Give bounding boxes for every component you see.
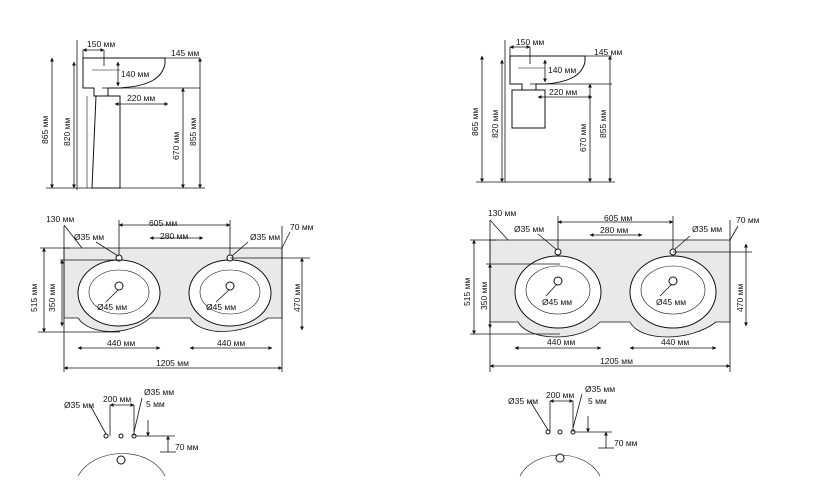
- dim-bowl-depth-top: 350 мм: [47, 284, 57, 312]
- dim-bowl-width-left: 440 мм: [107, 338, 135, 348]
- dim-offset-280-2: 280 мм: [600, 225, 628, 235]
- dim-bowl-width-left-2: 440 мм: [547, 337, 575, 347]
- detail-dim-hole-left-2: Ø35 мм: [508, 396, 538, 406]
- tap-hole-left-2: [554, 248, 562, 256]
- dim-height-pedestal-2: 670 мм: [578, 124, 588, 152]
- dim-rim-to-wall: 145 мм: [171, 48, 199, 58]
- dim-tap-hole-right-2: Ø35 мм: [692, 224, 722, 234]
- dim-height-total: 865 мм: [40, 116, 50, 144]
- dim-bowl-width-right-2: 440 мм: [661, 337, 689, 347]
- drain-right: [225, 281, 235, 291]
- pedestal-side-profile: [91, 95, 121, 189]
- detail-dim-gap: 5 мм: [146, 399, 165, 409]
- dim-depth-total-2: 515 мм: [462, 278, 472, 306]
- side-view-drawing-2: 150 мм 145 мм 140 мм 220 мм 865 мм 820 м…: [470, 37, 622, 183]
- dim-height-rim: 820 мм: [62, 118, 72, 146]
- dim-offset-280: 280 мм: [160, 231, 188, 241]
- detail-hole-left-2: [545, 429, 551, 435]
- dim-bowl-width-right: 440 мм: [217, 338, 245, 348]
- detail-dim-spacing-2: 200 мм: [546, 390, 574, 400]
- detail-dim-gap-2: 5 мм: [588, 396, 607, 406]
- dim-drain-left-2: Ø45 мм: [542, 297, 572, 307]
- detail-dim-spacing: 200 мм: [103, 394, 131, 404]
- dim-edge-to-hole-2: 130 мм: [488, 208, 516, 218]
- dim-height-edge-2: 855 мм: [598, 110, 608, 138]
- pedestal-side-profile-2: [511, 89, 546, 129]
- top-view-drawing-2: 130 мм 605 мм Ø35 мм 280 мм Ø35 мм 70 мм…: [462, 208, 760, 372]
- dim-depth-total: 515 мм: [29, 284, 39, 312]
- dim-height-edge: 855 мм: [188, 118, 198, 146]
- drain-left-2: [553, 276, 563, 286]
- dim-drain-left: Ø45 мм: [97, 302, 127, 312]
- detail-dim-hole-right: Ø35 мм: [144, 387, 174, 397]
- detail-dim-edge: 70 мм: [175, 442, 199, 452]
- dim-drain-offset-2: 220 мм: [549, 87, 577, 97]
- drawing-set-left: 150 мм 145 мм 140 мм 220 мм 865 мм 820 м…: [29, 39, 314, 477]
- dim-edge-right: 70 мм: [290, 222, 314, 232]
- detail-drain: [116, 455, 126, 465]
- dim-height-rim-2: 820 мм: [490, 110, 500, 138]
- drain-left: [114, 281, 124, 291]
- dim-bowl-depth-2: 140 мм: [548, 65, 576, 75]
- detail-drain-2: [555, 453, 565, 463]
- dim-hole-spacing-2: 605 мм: [604, 213, 632, 223]
- dim-width-total: 1205 мм: [156, 358, 189, 368]
- dim-depth-top: 150 мм: [87, 39, 115, 49]
- dim-height-total-2: 865 мм: [470, 108, 480, 136]
- dim-edge-to-hole: 130 мм: [46, 214, 74, 224]
- drawing-set-right: 150 мм 145 мм 140 мм 220 мм 865 мм 820 м…: [462, 37, 760, 477]
- detail-dim-edge-2: 70 мм: [614, 438, 638, 448]
- bowl-left-2: [514, 255, 602, 329]
- detail-dim-hole-left: Ø35 мм: [64, 400, 94, 410]
- dim-tap-hole-left-2: Ø35 мм: [514, 224, 544, 234]
- side-view-drawing: 150 мм 145 мм 140 мм 220 мм 865 мм 820 м…: [40, 39, 205, 190]
- dim-bowl-depth: 140 мм: [121, 69, 149, 79]
- bowl-right-2: [629, 255, 717, 329]
- dim-hole-spacing: 605 мм: [149, 218, 177, 228]
- dim-drain-right-2: Ø45 мм: [656, 297, 686, 307]
- detail-dim-hole-right-2: Ø35 мм: [585, 384, 615, 394]
- tap-detail-drawing-2: Ø35 мм 200 мм Ø35 мм 5 мм 70 мм: [508, 384, 638, 477]
- dim-tap-hole-right: Ø35 мм: [250, 232, 280, 242]
- top-view-drawing: 130 мм 605 мм Ø35 мм 280 мм Ø35 мм 70 мм…: [29, 214, 314, 372]
- detail-hole-center: [118, 433, 124, 439]
- dim-rim-to-wall-2: 145 мм: [594, 47, 622, 57]
- detail-hole-center-2: [557, 429, 563, 435]
- dim-tap-hole-left: Ø35 мм: [74, 232, 104, 242]
- basin-side-profile: [82, 57, 166, 97]
- dim-depth-right: 470 мм: [292, 284, 302, 312]
- dim-drain-right: Ø45 мм: [206, 302, 236, 312]
- dim-edge-right-2: 70 мм: [736, 215, 760, 225]
- dim-depth-right-2: 470 мм: [735, 284, 745, 312]
- dim-depth-top-2: 150 мм: [516, 37, 544, 47]
- drain-right-2: [668, 276, 678, 286]
- detail-hole-left: [103, 433, 109, 439]
- dim-drain-offset: 220 мм: [127, 93, 155, 103]
- dim-width-total-2: 1205 мм: [600, 356, 633, 366]
- dim-height-pedestal: 670 мм: [171, 132, 181, 160]
- dim-bowl-depth-top-2: 350 мм: [479, 282, 489, 310]
- tap-detail-drawing: Ø35 мм 200 мм Ø35 мм 5 мм 70 мм: [64, 387, 199, 477]
